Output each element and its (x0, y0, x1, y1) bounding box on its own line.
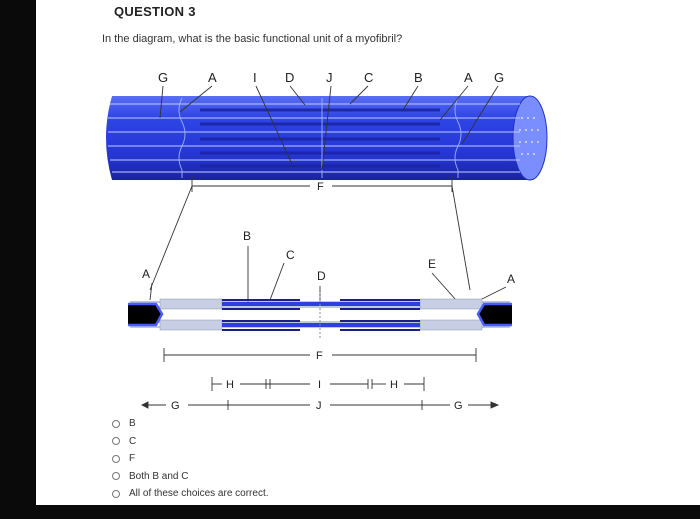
label-g-right: G (454, 400, 463, 412)
question-title: QUESTION 3 (114, 4, 196, 19)
radio-button[interactable] (112, 454, 120, 463)
myofibril-cylinder (106, 95, 548, 181)
radio-button[interactable] (112, 489, 120, 498)
sarcomere-filaments (128, 292, 512, 340)
choice-c[interactable]: C (112, 433, 269, 451)
label-h-right: H (390, 379, 398, 391)
label-a-left: A (142, 267, 150, 281)
choice-all-correct[interactable]: All of these choices are correct. (112, 485, 269, 503)
answer-choices: B C F Both B and C All of these choices … (112, 415, 269, 503)
myofibril-diagram: G A I D J C B A G (106, 70, 548, 412)
top-label: B (414, 70, 423, 85)
label-e: E (428, 257, 436, 271)
question-page: QUESTION 3 In the diagram, what is the b… (36, 0, 700, 505)
top-label: A (208, 70, 217, 85)
top-label: J (326, 70, 333, 85)
label-a-right: A (507, 272, 515, 286)
radio-button[interactable] (112, 437, 120, 446)
label-f-bottom: F (316, 350, 323, 362)
label-j: J (316, 400, 322, 412)
choice-both-b-and-c[interactable]: Both B and C (112, 468, 269, 486)
radio-button[interactable] (112, 472, 120, 481)
choice-label: B (129, 418, 136, 430)
left-border (0, 0, 36, 519)
choice-label: Both B and C (129, 470, 189, 482)
label-g-left: G (171, 400, 180, 412)
top-label: D (285, 70, 294, 85)
label-d: D (317, 269, 326, 283)
label-b: B (243, 229, 251, 243)
top-label: G (494, 70, 504, 85)
label-f-top: F (317, 181, 324, 193)
choice-label: F (129, 453, 136, 465)
top-label: I (253, 70, 257, 85)
choice-label: C (129, 435, 137, 447)
label-i: I (318, 379, 321, 391)
choice-b[interactable]: B (112, 415, 269, 433)
label-h-left: H (226, 379, 234, 391)
top-label: G (158, 70, 168, 85)
bottom-border (0, 505, 700, 519)
top-label: C (364, 70, 373, 85)
choice-label: All of these choices are correct. (129, 488, 269, 500)
radio-button[interactable] (112, 419, 120, 428)
choice-f[interactable]: F (112, 450, 269, 468)
question-text: In the diagram, what is the basic functi… (102, 33, 403, 45)
top-label: A (464, 70, 473, 85)
label-c: C (286, 248, 295, 262)
